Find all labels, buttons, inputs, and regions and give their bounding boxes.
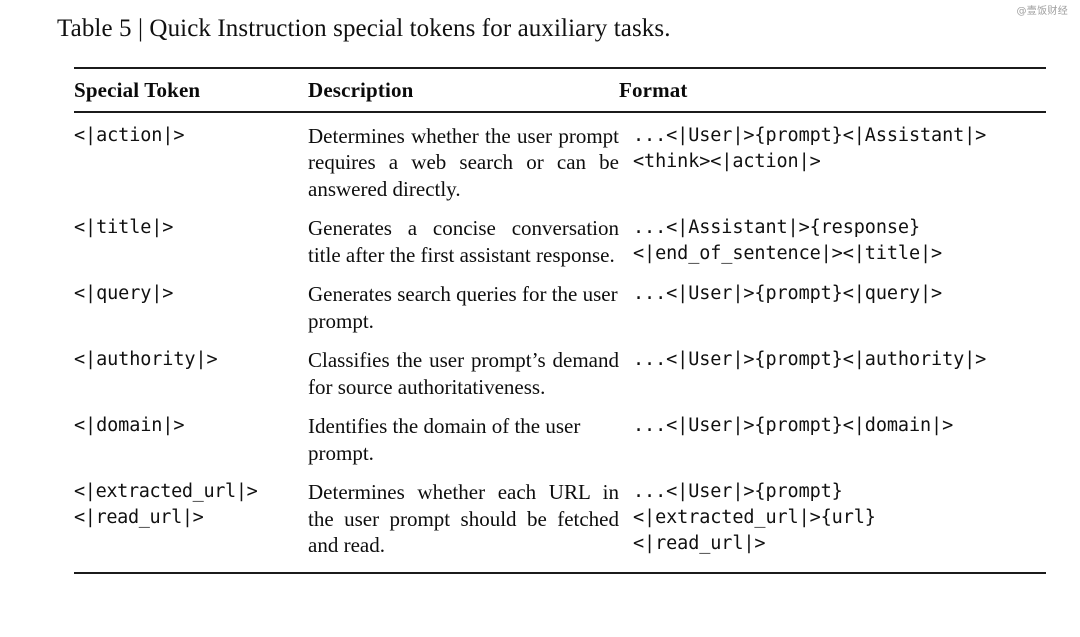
format-line: ...<|Assistant|>{response} xyxy=(633,217,920,239)
watermark: @壹饭财经 xyxy=(1016,6,1068,17)
cell-special-token: <|authority|> xyxy=(74,347,308,400)
format-line: <|extracted_url|>{url} xyxy=(633,507,876,529)
format-line: ...<|User|>{prompt}<|query|> xyxy=(633,283,943,305)
format-line: ...<|User|>{prompt}<|authority|> xyxy=(633,349,987,371)
cell-special-token: <|domain|> xyxy=(74,413,308,466)
table-bottom-rule xyxy=(74,571,1046,575)
cell-format: ...<|User|>{prompt}<|domain|> xyxy=(633,413,1046,466)
format-line: <think><|action|> xyxy=(633,150,821,172)
cell-special-token: <|title|> xyxy=(74,215,308,268)
table-row: <|domain|> Identifies the domain of the … xyxy=(74,413,1046,466)
cell-description: Determines whether each URL in the user … xyxy=(308,480,619,558)
table-caption: Table 5 | Quick Instruction special toke… xyxy=(57,15,671,42)
format-line: ...<|User|>{prompt}<|Assistant|> xyxy=(633,124,987,146)
cell-description: Determines whether the user prompt requi… xyxy=(308,123,619,201)
cell-format: ...<|User|>{prompt}<|Assistant|> <think>… xyxy=(633,123,1046,203)
format-line: ...<|User|>{prompt} xyxy=(633,481,843,503)
token-text: <|read_url|> xyxy=(74,507,204,529)
table-header-rule xyxy=(74,111,1046,113)
cell-special-token: <|extracted_url|> <|read_url|> xyxy=(74,479,308,559)
cell-format: ...<|User|>{prompt}<|query|> xyxy=(633,281,1046,334)
cell-description: Generates search queries for the user pr… xyxy=(308,282,618,333)
cell-description: Identifies the domain of the user prompt… xyxy=(308,414,581,465)
table-5: Special Token Description Format <|actio… xyxy=(74,67,1046,575)
token-text: <|extracted_url|> xyxy=(74,481,258,503)
token-text: <|title|> xyxy=(74,217,174,239)
cell-format: ...<|User|>{prompt}<|authority|> xyxy=(633,347,1046,400)
table-header-row: Special Token Description Format xyxy=(74,69,1046,111)
token-text: <|action|> xyxy=(74,124,185,146)
table-row: <|authority|> Classifies the user prompt… xyxy=(74,347,1046,400)
token-text: <|query|> xyxy=(74,283,174,305)
column-header-description: Description xyxy=(308,78,414,103)
cell-format: ...<|Assistant|>{response} <|end_of_sent… xyxy=(633,215,1046,268)
token-text: <|authority|> xyxy=(74,349,218,371)
column-header-special-token: Special Token xyxy=(74,78,201,103)
format-line: <|read_url|> xyxy=(633,533,766,555)
cell-description: Classifies the user prompt’s demand for … xyxy=(308,348,619,399)
table-row: <|extracted_url|> <|read_url|> Determine… xyxy=(74,479,1046,559)
cell-special-token: <|action|> xyxy=(74,123,308,203)
table-row: <|action|> Determines whether the user p… xyxy=(74,123,1046,203)
format-line: <|end_of_sentence|><|title|> xyxy=(633,243,943,265)
table-row: <|title|> Generates a concise conversati… xyxy=(74,215,1046,268)
table-top-rule xyxy=(74,67,1046,70)
cell-format: ...<|User|>{prompt} <|extracted_url|>{ur… xyxy=(633,479,1046,559)
format-line: ...<|User|>{prompt}<|domain|> xyxy=(633,415,954,437)
cell-special-token: <|query|> xyxy=(74,281,308,334)
column-header-format: Format xyxy=(619,78,688,103)
table-body: <|action|> Determines whether the user p… xyxy=(74,113,1046,572)
cell-description: Generates a concise conversation title a… xyxy=(308,216,619,267)
token-text: <|domain|> xyxy=(74,415,185,437)
table-row: <|query|> Generates search queries for t… xyxy=(74,281,1046,334)
